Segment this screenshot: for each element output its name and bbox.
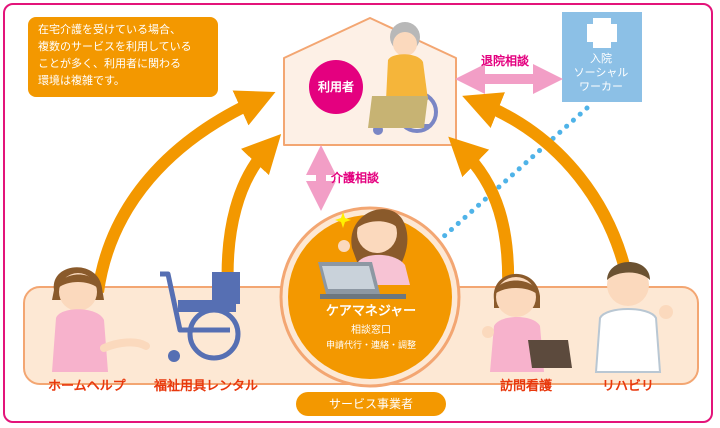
service-visiting-nursing: 訪問看護: [500, 379, 553, 394]
care-manager-subtitle: 相談窓口: [351, 325, 391, 336]
hospital-social-worker-label: 入院 ソーシャル ワーカー: [555, 52, 647, 94]
providers-pill: サービス事業者: [296, 392, 446, 416]
arrow-nursing: [448, 136, 515, 293]
hospital-link-dots: [439, 105, 590, 241]
nurse-figure: [482, 273, 572, 372]
hospital-label-line: 入院: [590, 52, 612, 65]
home-helper-figure: [52, 267, 150, 372]
arrow-rehab: [462, 92, 636, 294]
hospital-cross-icon: [587, 18, 617, 48]
rental-wheelchair: [160, 271, 241, 362]
laptop-icon: [318, 262, 406, 299]
outer-frame: [3, 3, 713, 423]
service-rehab: リハビリ: [602, 379, 655, 394]
intro-note-line: 複数のサービスを利用している: [38, 40, 192, 53]
care-consult-label: 介護相談: [331, 171, 380, 185]
care-manager-text: ケアマネジャー 相談窓口 申請代行・連絡・調整: [297, 300, 445, 351]
therapist-figure: [594, 262, 673, 373]
sparkle-icon: [335, 212, 351, 228]
hospital-label-line: ソーシャル: [573, 66, 629, 79]
service-equipment-rental: 福祉用具レンタル: [154, 379, 259, 394]
care-manager-duties: 申請代行・連絡・調整: [325, 341, 416, 351]
intro-note-line: ことが多く、利用者に関わる: [38, 57, 181, 70]
care-manager-figure: [338, 209, 410, 285]
arrow-equipment: [221, 133, 282, 293]
care-manager-title: ケアマネジャー: [325, 304, 417, 319]
intro-note: 在宅介護を受けている場合、 複数のサービスを利用している ことが多く、利用者に関…: [28, 17, 218, 97]
discharge-consult-label: 退院相談: [481, 54, 530, 68]
intro-note-line: 在宅介護を受けている場合、: [38, 23, 181, 36]
user-badge: 利用者: [309, 60, 363, 114]
intro-note-line: 環境は複雑です。: [38, 74, 125, 87]
service-home-help: ホームヘルプ: [48, 379, 126, 394]
elderly-user-figure: [368, 22, 428, 128]
arrow-home-help: [92, 90, 276, 293]
hospital-label-line: ワーカー: [579, 80, 623, 93]
